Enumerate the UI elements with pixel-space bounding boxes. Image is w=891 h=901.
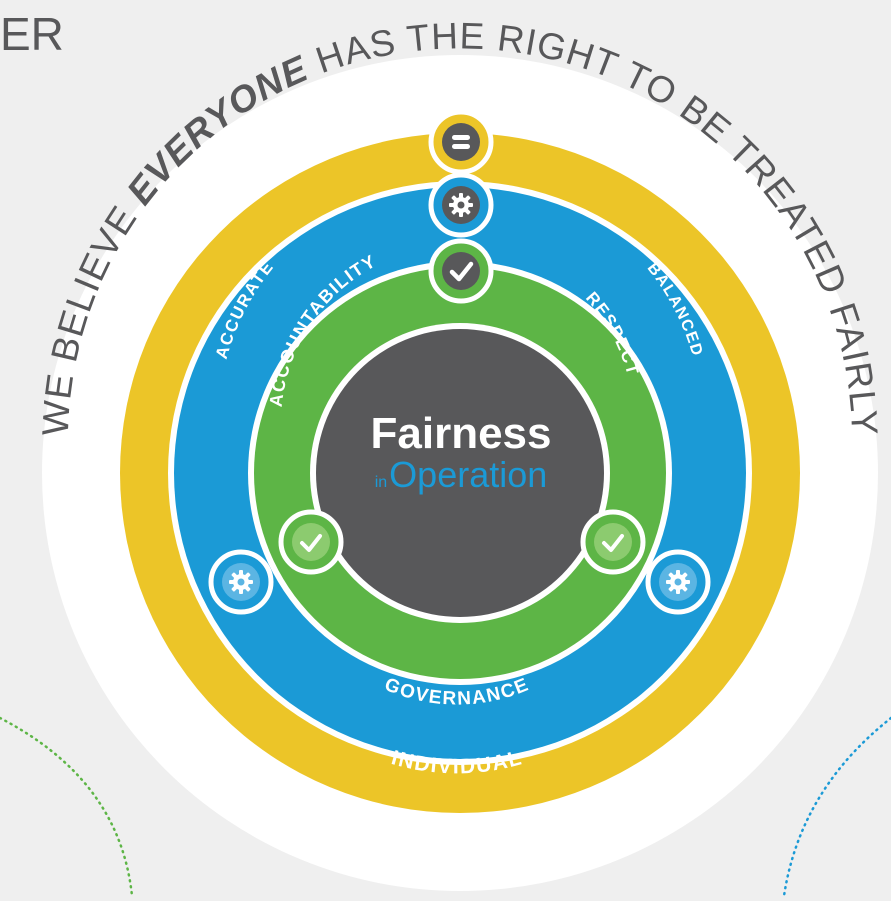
gear-badge-right [645,549,711,615]
check-icon [300,534,322,552]
gear-badge-top [428,172,494,238]
check-badge-right [580,509,646,575]
center-title: Fairness [371,409,552,458]
center-disc [316,329,604,617]
center-subtitle: inOperation [375,454,548,495]
corner-text: ER [0,8,64,60]
check-badge-left [278,509,344,575]
dotted-arc-left [0,716,134,898]
check-icon [449,261,474,282]
gear-badge-left [208,549,274,615]
center-sub-prefix: in [375,474,387,491]
equals-badge [428,109,494,175]
center-sub-main: Operation [389,454,547,495]
check-icon [602,534,624,552]
check-badge-top [428,238,494,304]
dotted-arc-right [782,716,891,898]
equals-icon [442,123,480,161]
